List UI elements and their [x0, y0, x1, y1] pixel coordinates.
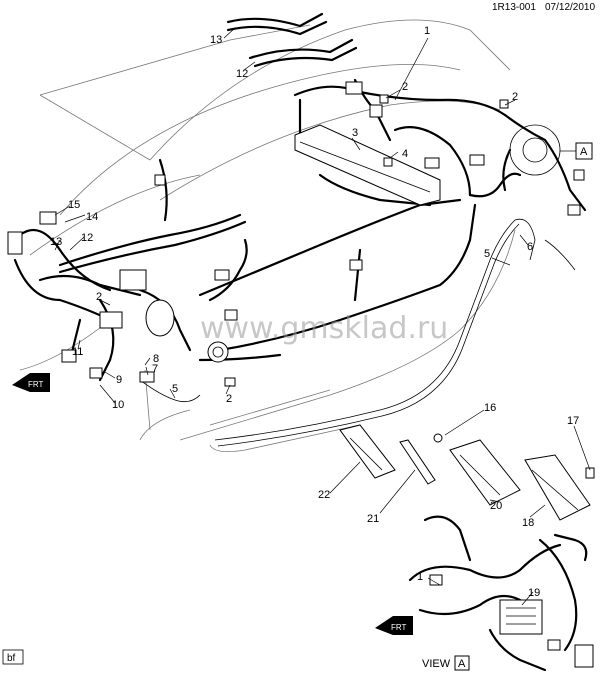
view-marker: A: [560, 142, 593, 160]
leader-lines: [54, 27, 591, 606]
callout-1: 1: [417, 571, 423, 583]
callout-12: 12: [81, 232, 93, 244]
callout-13: 13: [210, 34, 222, 46]
footer: bf VIEW A: [2, 649, 470, 671]
callout-3: 3: [352, 127, 358, 139]
callout-5: 5: [172, 383, 178, 395]
callout-2: 2: [96, 291, 102, 303]
callout-17: 17: [567, 415, 579, 427]
body-connectors: [154, 81, 585, 321]
callout-2: 2: [226, 393, 232, 405]
callout-11: 11: [72, 346, 83, 358]
callout-8: 8: [153, 353, 159, 365]
callout-14: 14: [86, 211, 98, 223]
front-harness: [13, 158, 247, 382]
sill-rail: [294, 124, 441, 206]
steering-column-area: [502, 124, 561, 192]
callout-1: 1: [424, 25, 430, 37]
callout-4: 4: [402, 148, 408, 160]
callout-16: 16: [484, 402, 496, 414]
callout-2: 2: [512, 91, 518, 103]
callout-22: 22: [318, 489, 330, 501]
callout-20: 20: [490, 500, 502, 512]
front-arrow-lower: FRT: [375, 616, 413, 635]
footer-code: bf: [7, 653, 16, 664]
callout-18: 18: [522, 517, 534, 529]
callout-10: 10: [112, 399, 124, 411]
vehicle-body-outline: [19, 19, 516, 453]
callouts: 1 2 2 2 2 3 4 5 5 6 7 8 9 10 11 12 12 13…: [50, 25, 579, 599]
watermark: www.gmsklad.ru: [200, 311, 448, 346]
svg-text:A: A: [580, 146, 588, 158]
roof-harness: [226, 12, 358, 68]
view-letter: A: [458, 658, 466, 670]
callout-2: 2: [402, 81, 408, 93]
callout-9: 9: [116, 374, 122, 386]
view-label: VIEW: [422, 658, 451, 670]
callout-13: 13: [50, 236, 62, 248]
svg-text:FRT: FRT: [28, 380, 44, 389]
callout-7: 7: [152, 363, 158, 375]
ip-harness: [408, 515, 594, 672]
front-arrow-upper: FRT: [12, 373, 50, 392]
callout-6: 6: [527, 241, 533, 253]
front-connectors: [7, 211, 236, 387]
header-ref: 1R13-001: [492, 2, 536, 13]
header-date: 07/12/2010: [545, 2, 595, 13]
callout-5: 5: [484, 248, 490, 260]
svg-text:FRT: FRT: [391, 623, 407, 632]
callout-15: 15: [68, 199, 80, 211]
exploded-parts: [339, 424, 595, 521]
callout-19: 19: [528, 587, 540, 599]
callout-21: 21: [367, 513, 379, 525]
callout-12: 12: [236, 68, 248, 80]
fuel-brake-lines: [139, 218, 576, 447]
